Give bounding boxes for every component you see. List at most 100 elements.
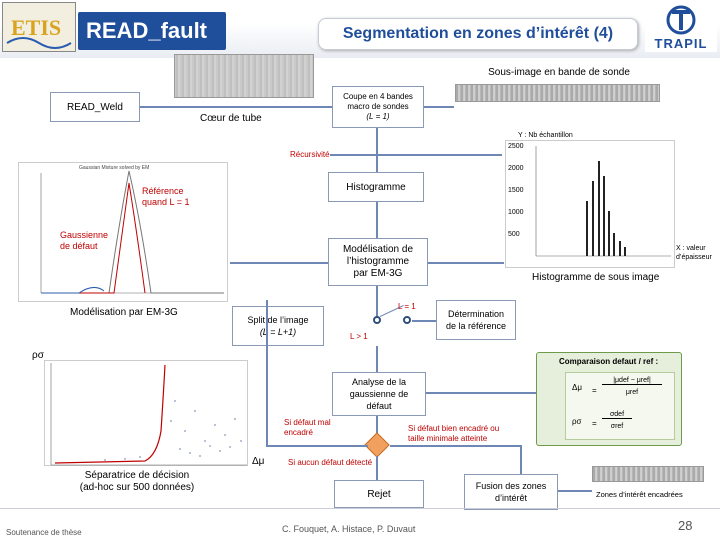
read-fault-title: READ_fault (78, 12, 226, 50)
svg-text:ETIS: ETIS (11, 15, 61, 40)
coupe-line2: macro de sondes (347, 102, 409, 111)
connector-line (376, 456, 378, 480)
sonde-band-image (455, 84, 660, 102)
decision-diamond (364, 432, 390, 458)
si-bien-label: Si défaut bien encadré ou taille minimal… (408, 424, 499, 444)
histogramme-label: Histogramme (346, 181, 406, 193)
split-l1: Split de l’image (247, 315, 309, 325)
si-mal-l1: Si défaut mal (284, 418, 331, 427)
read-weld-label: READ_Weld (67, 101, 123, 113)
gaussian-mixture-plot: Gaussian Mixture solved by EM (18, 162, 228, 302)
connector-line (520, 445, 522, 475)
recursion-line (330, 154, 502, 156)
reference-l2: quand L = 1 (142, 197, 190, 207)
formula-dmu-den: μref (625, 389, 639, 396)
connector-line (390, 445, 520, 447)
lab-logo-image: ETIS (2, 2, 76, 52)
zones-encadrees-label: Zones d’intérêt encadrées (596, 490, 683, 499)
x-axis-note-l2: d’épaisseur (676, 254, 712, 261)
x-axis-note: X : valeur d’épaisseur (676, 244, 712, 262)
footer-authors: C. Fouquet, A. Histace, P. Duvaut (282, 524, 416, 534)
si-bien-l2: taille minimale atteinte (408, 434, 488, 443)
l-eq-1-label: L = 1 (398, 302, 416, 311)
coupe-line1: Coupe en 4 bandes (343, 92, 413, 101)
connector-line (376, 128, 378, 172)
gaussienne-label: Gaussienne de défaut (60, 230, 108, 252)
l-gt-1-label: L > 1 (350, 332, 368, 341)
determination-l2: de la référence (445, 321, 507, 331)
rejet-box: Rejet (334, 480, 424, 508)
hist-tick: 2000 (508, 165, 524, 172)
rejet-label: Rejet (367, 488, 391, 500)
coeur-tube-label: Cœur de tube (200, 113, 262, 124)
analyse-l2: gaussienne de (349, 389, 409, 399)
decision-scatter-plot (44, 360, 248, 466)
formula-dmu-lhs: Δμ (572, 383, 582, 392)
switch-node-right (403, 316, 411, 324)
reference-label: Référence quand L = 1 (142, 186, 189, 208)
y-axis-note: Y : Nb échantillon (518, 132, 573, 139)
hist-tick: 500 (508, 231, 520, 238)
connector-line (426, 392, 536, 394)
analyse-l3: défaut (366, 401, 392, 411)
recursivite-label: Récursivité (290, 150, 330, 159)
formula-rho-den: σref (610, 423, 624, 430)
formula-panel: Δμ = |μdef − μref| μref ρσ = σdef σref (565, 372, 675, 440)
separatrice-l2: (ad-hoc sur 500 données) (79, 482, 195, 493)
footer-divider (0, 508, 720, 509)
formula-rho-lhs: ρσ (572, 417, 582, 426)
coupe-box: Coupe en 4 bandes macro de sondes (L = 1… (332, 86, 424, 128)
determination-l1: Détermination (447, 309, 505, 319)
gauss-plot-title: Gaussian Mixture solved by EM (79, 165, 150, 171)
histo-sous-image-label: Histogramme de sous image (532, 272, 660, 283)
gaussienne-l1: Gaussienne (60, 230, 109, 240)
connector-line (376, 346, 378, 372)
weld-strip-image (174, 54, 314, 98)
fusion-l2: d’intérêt (494, 493, 528, 503)
split-box: Split de l’image (L = L+1) (232, 306, 324, 346)
si-mal-l2: encadré (284, 428, 313, 437)
analyse-box: Analyse de la gaussienne de défaut (332, 372, 426, 416)
histogramme-box: Histogramme (328, 172, 424, 202)
connector-line (230, 262, 328, 264)
hist-tick: 2500 (508, 143, 524, 150)
delta-mu-label: Δμ (252, 456, 265, 467)
modelisation-l3: par EM-3G (353, 268, 403, 279)
fusion-box: Fusion des zones d’intérêt (464, 474, 558, 510)
formula-dmu-num: |μdef − μref| (602, 377, 662, 385)
separatrice-label: Séparatrice de décision (ad-hoc sur 500 … (62, 470, 212, 494)
read-weld-box: READ_Weld (50, 92, 140, 122)
connector-line (266, 445, 368, 447)
modelisation-l2: l’histogramme (346, 256, 410, 267)
x-axis-note-l1: X : valeur (676, 245, 706, 252)
gaussienne-l2: de défaut (60, 241, 98, 251)
footer-left: Soutenance de thèse (6, 528, 82, 537)
determination-box: Détermination de la référence (436, 300, 516, 340)
slide-title: Segmentation en zones d’intérêt (4) (318, 18, 638, 50)
connector-line (140, 106, 332, 108)
trapil-logo: TRAPIL (645, 4, 717, 52)
si-mal-label: Si défaut mal encadré (284, 418, 331, 438)
page-number: 28 (678, 518, 693, 533)
histogram-image: 2500 2000 1500 1000 500 (505, 140, 675, 268)
fusion-l1: Fusion des zones (475, 481, 547, 491)
sous-image-label: Sous-image en bande de sonde (488, 67, 630, 78)
switch-node-left (373, 316, 381, 324)
connector-line (376, 416, 378, 434)
split-l2: (L = L+1) (259, 327, 297, 337)
separatrice-l1: Séparatrice de décision (84, 470, 190, 481)
trapil-logo-text: TRAPIL (654, 36, 708, 51)
connector-line (428, 262, 504, 264)
coupe-line3: (L = 1) (366, 112, 390, 121)
modelisation-box: Modélisation de l’histogramme par EM-3G (328, 238, 428, 286)
analyse-l1: Analyse de la (351, 377, 407, 387)
si-aucun-label: Si aucun défaut détecté (288, 458, 373, 467)
connector-line (376, 286, 378, 320)
zones-encadrees-image (592, 466, 704, 482)
hist-tick: 1500 (508, 187, 524, 194)
hist-tick: 1000 (508, 209, 524, 216)
comparaison-title: Comparaison defaut / ref : (559, 357, 659, 366)
modelisation-em3g-label: Modélisation par EM-3G (70, 307, 178, 318)
connector-line (424, 106, 454, 108)
connector-line (266, 300, 268, 446)
